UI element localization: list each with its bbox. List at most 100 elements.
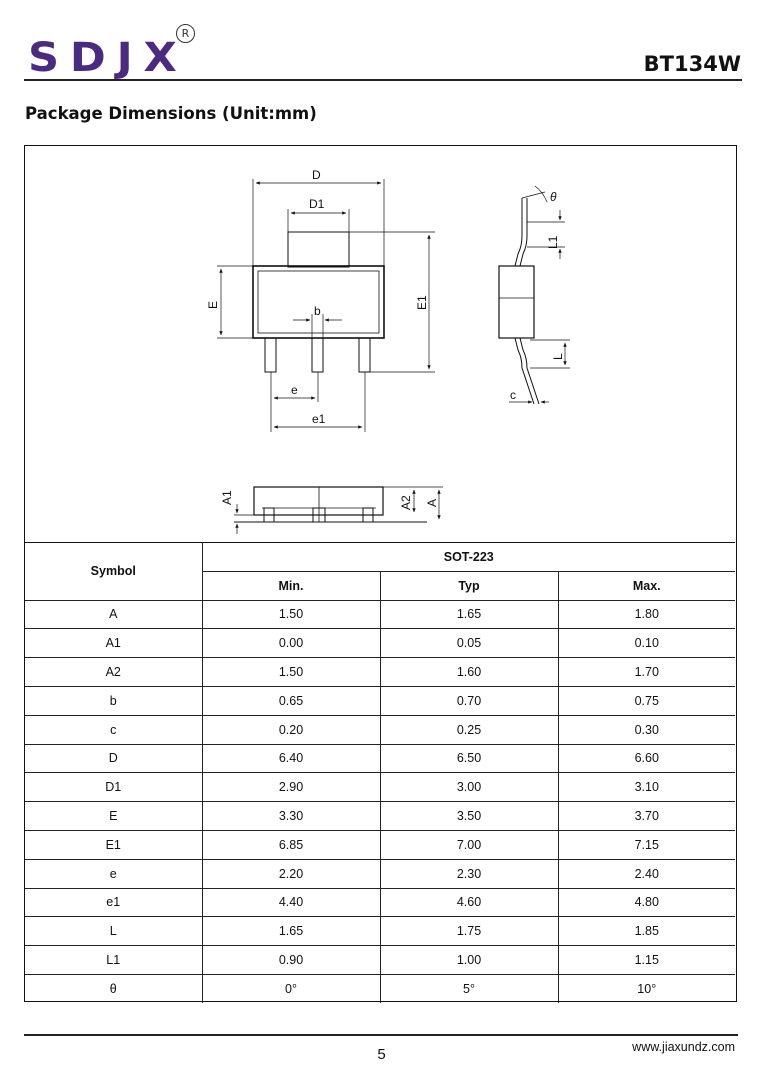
min-cell: 0.65: [201, 685, 381, 716]
typ-cell: 1.75: [379, 916, 559, 947]
symbol-header: Symbol: [25, 542, 203, 601]
typ-cell: 7.00: [379, 829, 559, 860]
symbol-cell: b: [25, 685, 203, 716]
header-rule: [24, 79, 742, 81]
symbol-cell: L: [25, 916, 203, 947]
typ-cell: 1.00: [379, 945, 559, 975]
max-cell: 1.15: [557, 945, 735, 975]
website-link[interactable]: www.jiaxundz.com: [632, 1040, 735, 1054]
label-b: b: [314, 304, 321, 318]
min-cell: 1.50: [201, 599, 381, 630]
label-c: c: [510, 388, 516, 402]
label-A: A: [425, 499, 439, 507]
symbol-cell: E: [25, 801, 203, 831]
max-cell: 1.70: [557, 657, 735, 687]
label-E: E: [206, 301, 220, 309]
symbol-cell: D1: [25, 772, 203, 803]
package-header: SOT-223: [201, 542, 735, 572]
typ-cell: 3.50: [379, 801, 559, 831]
footer-rule: [24, 1034, 738, 1036]
max-cell: 2.40: [557, 858, 735, 889]
label-A2: A2: [399, 495, 413, 510]
symbol-cell: c: [25, 714, 203, 745]
col-typ-header: Typ: [379, 570, 559, 601]
label-D1: D1: [309, 197, 325, 211]
min-cell: 2.90: [201, 772, 381, 803]
symbol-cell: A: [25, 599, 203, 630]
max-cell: 3.70: [557, 801, 735, 831]
typ-cell: 1.60: [379, 657, 559, 687]
brand-logo: SDJX: [28, 38, 198, 78]
symbol-cell: A1: [25, 628, 203, 659]
typ-cell: 0.05: [379, 628, 559, 659]
label-D: D: [312, 168, 321, 182]
min-cell: 2.20: [201, 858, 381, 889]
max-cell: 0.75: [557, 685, 735, 716]
package-outline-svg: D D1 b E E1 e e1 θ L1 L c A1 A2 A: [206, 168, 570, 534]
min-cell: 4.40: [201, 887, 381, 918]
symbol-cell: A2: [25, 657, 203, 687]
max-cell: 1.85: [557, 916, 735, 947]
symbol-cell: e: [25, 858, 203, 889]
max-cell: 0.10: [557, 628, 735, 659]
min-cell: 3.30: [201, 801, 381, 831]
max-cell: 10°: [557, 973, 735, 1003]
symbol-cell: e1: [25, 887, 203, 918]
max-cell: 4.80: [557, 887, 735, 918]
label-L1: L1: [546, 235, 560, 249]
typ-cell: 3.00: [379, 772, 559, 803]
col-max-header: Max.: [557, 570, 735, 601]
symbol-cell: D: [25, 743, 203, 774]
max-cell: 6.60: [557, 743, 735, 774]
min-cell: 0°: [201, 973, 381, 1003]
typ-cell: 2.30: [379, 858, 559, 889]
min-cell: 1.50: [201, 657, 381, 687]
typ-cell: 6.50: [379, 743, 559, 774]
min-cell: 1.65: [201, 916, 381, 947]
top-view: [217, 179, 435, 432]
typ-cell: 0.25: [379, 714, 559, 745]
front-view: [234, 486, 443, 534]
registered-mark: R: [176, 24, 195, 43]
min-cell: 6.40: [201, 743, 381, 774]
min-cell: 0.90: [201, 945, 381, 975]
page-number: 5: [377, 1046, 386, 1063]
typ-cell: 4.60: [379, 887, 559, 918]
label-A1: A1: [220, 490, 234, 505]
min-cell: 0.00: [201, 628, 381, 659]
label-L: L: [551, 353, 565, 360]
label-E1: E1: [415, 295, 429, 310]
min-cell: 0.20: [201, 714, 381, 745]
symbol-cell: E1: [25, 829, 203, 860]
label-e: e: [291, 383, 298, 397]
part-number: BT134W: [643, 52, 741, 76]
symbol-cell: L1: [25, 945, 203, 975]
dimensions-frame: D D1 b E E1 e e1 θ L1 L c A1 A2 A Symbol…: [24, 145, 737, 1003]
max-cell: 7.15: [557, 829, 735, 860]
side-view: [498, 185, 570, 405]
max-cell: 3.10: [557, 772, 735, 803]
label-e1: e1: [312, 412, 326, 426]
symbol-cell: θ: [25, 973, 203, 1003]
col-min-header: Min.: [201, 570, 381, 601]
typ-cell: 1.65: [379, 599, 559, 630]
logo-text: SDJX: [28, 35, 188, 81]
section-title: Package Dimensions (Unit:mm): [25, 104, 317, 123]
typ-cell: 0.70: [379, 685, 559, 716]
max-cell: 0.30: [557, 714, 735, 745]
